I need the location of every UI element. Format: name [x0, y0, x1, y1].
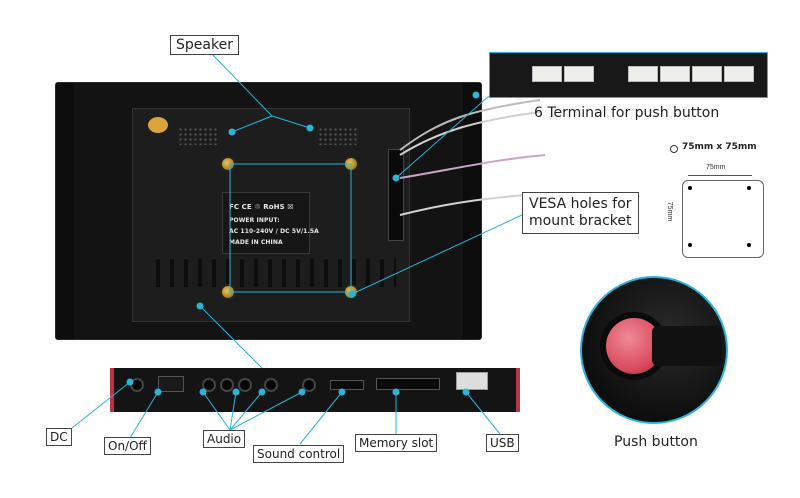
audio-jack-2 — [220, 378, 234, 392]
callout-onoff: On/Off — [104, 437, 151, 455]
callout-sound-control: Sound control — [253, 445, 345, 463]
callout-speaker: Speaker — [170, 35, 239, 55]
sticker-line-2: AC 110-240V / DC 5V/1.5A — [229, 228, 319, 235]
vesa-diagram-bullet — [670, 145, 678, 153]
sound-control-knob — [330, 380, 364, 390]
terminal-connector-3 — [628, 66, 658, 82]
wire-grey-3 — [399, 194, 526, 216]
sticker-line-3: MADE IN CHINA — [229, 239, 283, 246]
speaker-grille-left — [178, 127, 218, 145]
usb-port — [456, 372, 488, 390]
vesa-hole-tl — [688, 186, 692, 190]
vesa-hole-bl — [688, 243, 692, 247]
terminal-connector-4 — [660, 66, 690, 82]
audio-jack-1 — [202, 378, 216, 392]
terminal-connector-6 — [724, 66, 754, 82]
callout-vesa-line2: mount bracket — [529, 213, 632, 229]
vesa-diagram: 75mm x 75mm 75mm 75mm — [666, 142, 778, 262]
push-button-closeup — [580, 276, 728, 424]
wire-grey-2 — [399, 111, 541, 156]
vesa-side-dim-label: 75mm — [666, 201, 674, 222]
ports-strip-photo — [110, 368, 520, 412]
audio-jack-4 — [264, 378, 278, 392]
terminal-connector-2 — [564, 66, 594, 82]
vesa-top-dim-line — [688, 175, 752, 176]
vesa-diagram-title: 75mm x 75mm — [682, 142, 757, 152]
audio-jack-5 — [302, 378, 316, 392]
sticker-marks: FC CE ♲ RoHS ☒ — [229, 203, 294, 211]
callout-audio: Audio — [203, 430, 246, 448]
callout-dc: DC — [46, 428, 72, 446]
product-label-sticker: FC CE ♲ RoHS ☒ POWER INPUT: AC 110-240V … — [222, 192, 319, 254]
vesa-screw-top-right — [345, 158, 357, 170]
terminal-closeup-photo — [489, 52, 768, 98]
callout-vesa: VESA holes for mount bracket — [522, 192, 639, 234]
memory-slot — [376, 378, 440, 390]
vesa-screw-bottom-right — [345, 286, 357, 298]
terminal-connector-1 — [532, 66, 562, 82]
wire-purple — [399, 154, 546, 179]
vesa-hole-br — [747, 243, 751, 247]
vesa-screw-bottom-left — [222, 286, 234, 298]
gold-sticker — [148, 117, 168, 133]
dc-jack — [130, 378, 144, 392]
push-button-body — [652, 326, 722, 366]
terminal-connector-5 — [692, 66, 722, 82]
callout-push-button: Push button — [614, 434, 698, 450]
onoff-switch — [158, 376, 184, 392]
vesa-screw-top-left — [222, 158, 234, 170]
vesa-top-dim-label: 75mm — [706, 164, 726, 171]
vesa-hole-tr — [747, 186, 751, 190]
vesa-plate-outline — [682, 180, 764, 258]
callout-terminal: 6 Terminal for push button — [534, 105, 720, 121]
callout-usb: USB — [486, 434, 519, 452]
callout-memory-slot: Memory slot — [355, 434, 438, 452]
sticker-line-1: POWER INPUT: — [229, 217, 280, 224]
callout-vesa-line1: VESA holes for — [529, 196, 632, 212]
left-mount-rail — [56, 83, 74, 339]
audio-jack-3 — [238, 378, 252, 392]
speaker-grille-right — [318, 127, 358, 145]
